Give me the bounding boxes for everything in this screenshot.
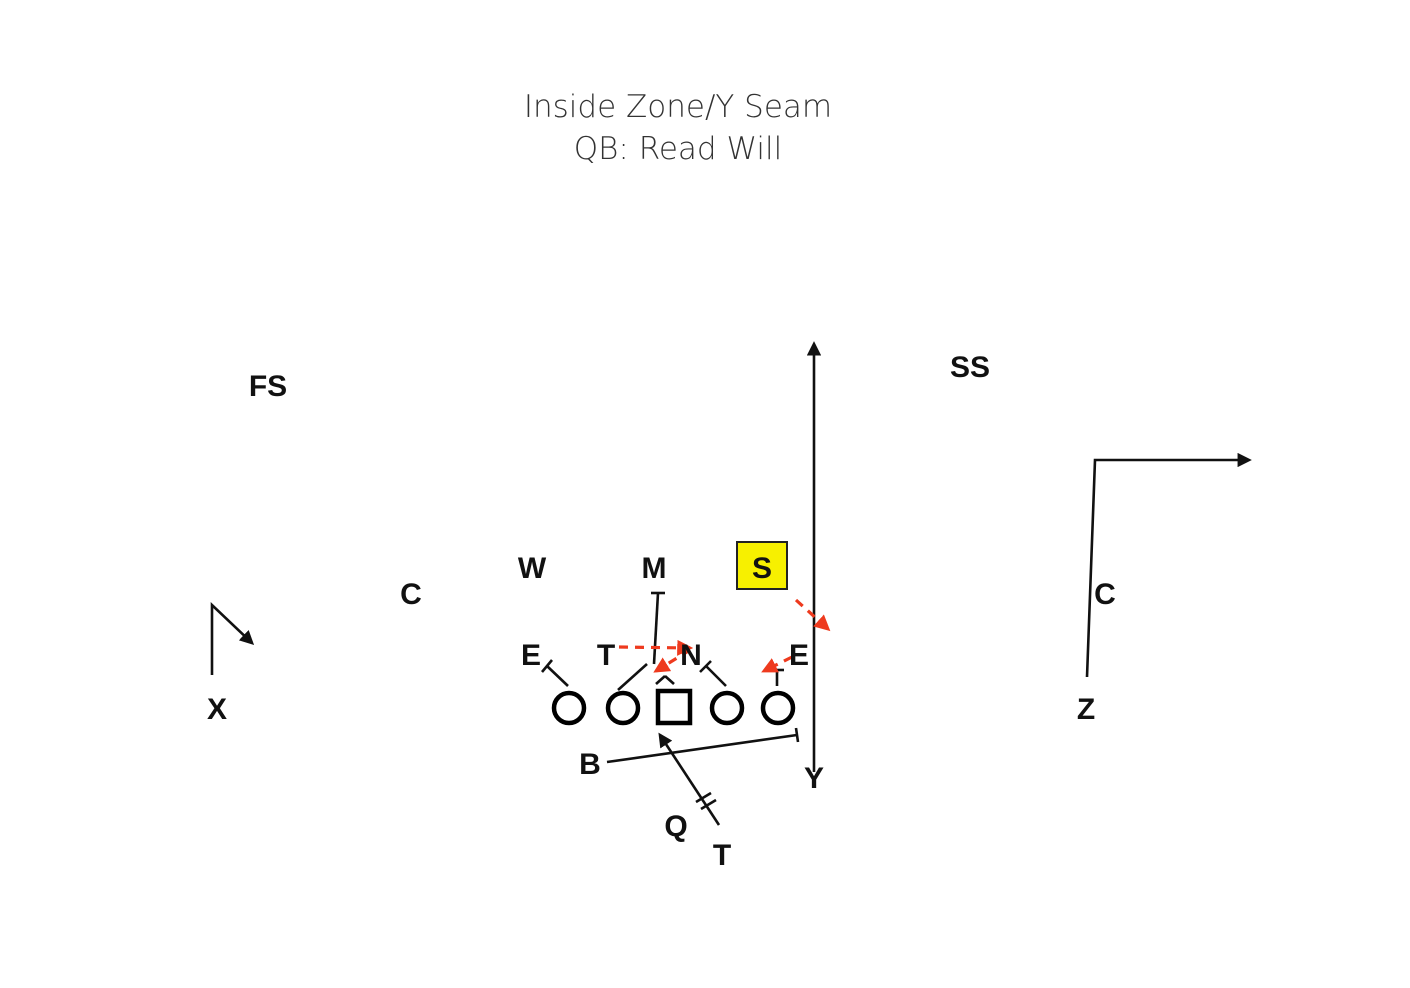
- right-tackle: [760, 690, 796, 726]
- x-receiver-label: X: [207, 693, 227, 726]
- play-title: Inside Zone/Y Seam QB: Read Will: [0, 86, 1356, 170]
- left-guard: [605, 690, 641, 726]
- back-path: [606, 733, 798, 764]
- sam-blitz-arrow: [794, 598, 831, 632]
- right-guard: [709, 690, 745, 726]
- left-guard-block: [617, 663, 648, 691]
- back-path-cap: [794, 727, 800, 743]
- sam-label: S: [752, 552, 772, 585]
- strong-safety-label: SS: [950, 351, 990, 384]
- mike-label: M: [642, 552, 667, 585]
- left-tackle-block: [546, 665, 569, 687]
- end-slant-arrow: [761, 655, 793, 673]
- center-block: [655, 675, 666, 685]
- mike-block-line: [652, 592, 660, 665]
- nose-label: N: [680, 639, 702, 672]
- free-safety-label: FS: [249, 370, 287, 403]
- sam-highlight-box: [736, 541, 788, 590]
- tackle-label: T: [597, 639, 615, 672]
- back-label: B: [579, 748, 601, 781]
- tackle-slant-arrow: [618, 639, 694, 656]
- will-label: W: [518, 552, 547, 585]
- left-end-label: E: [521, 639, 541, 672]
- y-tight-end-label: Y: [804, 762, 824, 795]
- mesh-mark-2: [700, 798, 717, 811]
- z-receiver-label: Z: [1077, 693, 1095, 726]
- center-block-tip: [664, 675, 675, 685]
- right-guard-block: [705, 665, 727, 687]
- left-tackle-block-cap: [541, 659, 553, 673]
- left-corner-label: C: [400, 578, 422, 611]
- left-tackle: [551, 690, 587, 726]
- right-end-label: E: [789, 639, 809, 672]
- right-guard-block-cap: [699, 660, 712, 673]
- play-title-line2: QB: Read Will: [573, 131, 783, 167]
- nose-slant-arrow: [653, 648, 691, 673]
- mesh-mark-1: [695, 791, 712, 804]
- x-route: [210, 601, 255, 675]
- play-title-line1: Inside Zone/Y Seam: [523, 89, 833, 125]
- quarterback-label: Q: [664, 810, 687, 843]
- z-route: [1085, 452, 1252, 678]
- tailback-path: [658, 732, 721, 826]
- right-corner-label: C: [1094, 578, 1116, 611]
- tailback-label: T: [713, 839, 731, 872]
- center: [655, 688, 693, 726]
